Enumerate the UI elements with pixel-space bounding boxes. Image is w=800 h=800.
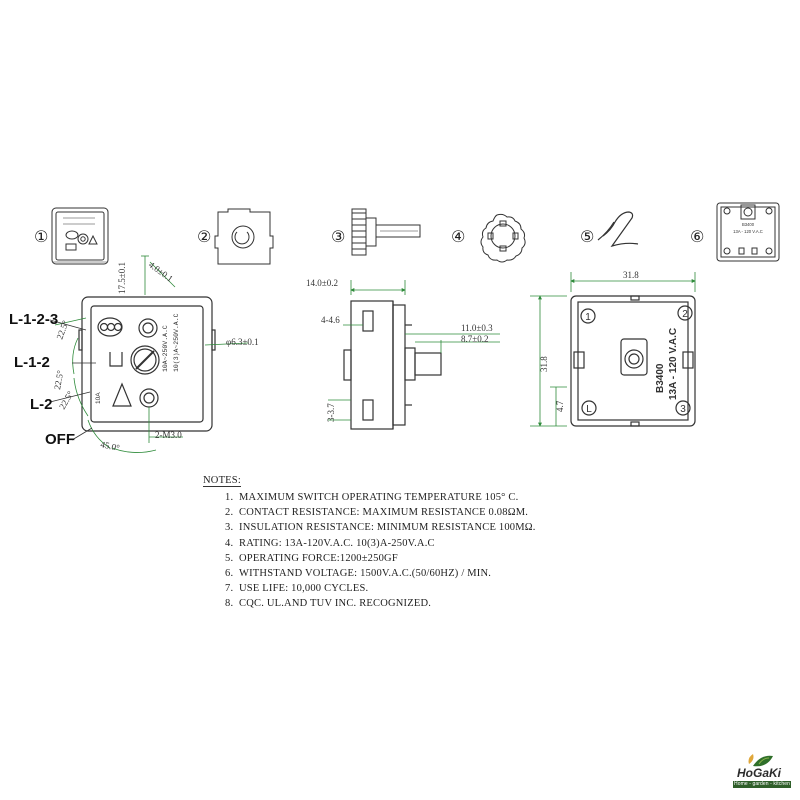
side-view	[343, 300, 442, 430]
position-label-l123: L-1-2-3	[9, 311, 59, 328]
part-5-drawing	[597, 211, 639, 248]
note-item: 2.CONTACT RESISTANCE: MAXIMUM RESISTANCE…	[225, 507, 529, 519]
dim-front-width: 4.0±0.1	[147, 260, 175, 284]
position-leaders	[49, 319, 96, 441]
part-number-1: ①	[34, 227, 48, 246]
dim-back-height: 31.8	[539, 356, 549, 372]
note-item: 5.OPERATING FORCE:1200±250GF	[225, 552, 398, 564]
part-number-4: ④	[451, 227, 465, 246]
logo-name: HoGaKi	[737, 766, 782, 780]
logo-tagline-bar: Home - garden - kitchen	[733, 781, 791, 788]
notes-title: NOTES:	[203, 475, 241, 487]
side-dimension-lines	[328, 280, 500, 421]
part-6-rating: 13A - 120 V.A.C	[733, 229, 763, 234]
dim-front-shaft: φ6.3±0.1	[226, 337, 259, 347]
note-item: 3.INSULATION RESISTANCE: MINIMUM RESISTA…	[225, 522, 536, 534]
front-small-label: 10A	[95, 392, 102, 404]
dim-back-width: 31.8	[623, 270, 639, 280]
angle-label-2: 22.5°	[52, 369, 65, 390]
back-dimension-lines	[530, 272, 696, 427]
dim-side-tab: 3-3.7	[326, 403, 336, 422]
dim-side-width: 14.0±0.2	[306, 278, 338, 288]
dim-back-offset: 4.7	[555, 400, 565, 412]
leaf-icon	[748, 754, 773, 767]
note-item: 6.WITHSTAND VOLTAGE: 1500V.A.C.(50/60HZ)…	[225, 567, 492, 579]
part-6-drawing	[716, 202, 780, 262]
back-view	[570, 295, 696, 427]
front-marking-2: 10(3)A~250V.A.C	[173, 313, 180, 372]
part-2-drawing	[214, 208, 274, 265]
terminal-3: 3	[680, 404, 686, 415]
notes-section: NOTES: 1.MAXIMUM SWITCH OPERATING TEMPER…	[203, 475, 623, 612]
dim-side-shaft-len: 11.0±0.3	[461, 323, 493, 333]
terminal-l: L	[586, 404, 592, 415]
part-4-drawing	[480, 213, 526, 263]
note-item: 1.MAXIMUM SWITCH OPERATING TEMPERATURE 1…	[225, 492, 519, 503]
part-number-3: ③	[331, 227, 345, 246]
angle-label-4: 45.0°	[100, 439, 121, 453]
notes-list: 1.MAXIMUM SWITCH OPERATING TEMPERATURE 1…	[203, 490, 623, 612]
logo-tagline: Home - garden - kitchen	[734, 781, 790, 787]
part-number-2: ②	[197, 227, 211, 246]
part-1-drawing	[51, 207, 109, 265]
dim-front-screw: 2-M3.0	[155, 430, 182, 440]
hogaki-logo: HoGaKi Home - garden - kitchen	[733, 752, 791, 792]
terminal-1: 1	[585, 312, 591, 323]
note-item: 4.RATING: 13A-120V.A.C. 10(3)A-250V.A.C	[225, 537, 435, 549]
terminal-2: 2	[682, 309, 688, 320]
note-item: 7.USE LIFE: 10,000 CYCLES.	[225, 583, 369, 595]
position-label-l12: L-1-2	[14, 354, 50, 371]
part-6-model: B3400	[742, 222, 755, 227]
part-number-5: ⑤	[580, 227, 594, 246]
front-view	[78, 296, 216, 432]
position-label-off: OFF	[45, 431, 75, 448]
note-item: 8.CQC. UL.AND TUV INC. RECOGNIZED.	[225, 598, 432, 610]
front-marking-1: 10A~250V.A.C	[162, 325, 169, 372]
position-label-l2: L-2	[30, 396, 53, 413]
part-3-drawing	[351, 208, 421, 256]
dim-side-shaft-len2: 8.7±0.2	[461, 334, 488, 344]
back-model: B3400	[655, 363, 666, 393]
dim-side-flange: 4-4.6	[321, 315, 340, 325]
front-dimension-lines	[54, 255, 249, 453]
back-rating: 13A - 120 V.A.C	[668, 328, 679, 400]
dim-front-height: 17.5±0.1	[117, 262, 127, 294]
part-number-6: ⑥	[690, 227, 704, 246]
